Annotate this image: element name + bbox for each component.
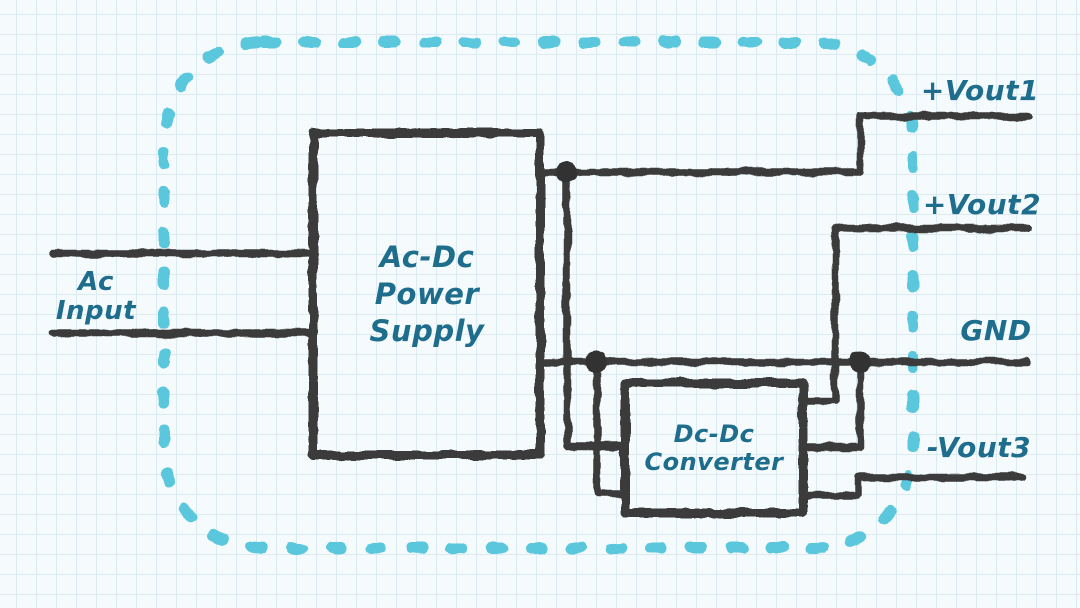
dcdc-gnd-input-wire bbox=[593, 358, 629, 498]
dashed-enclosure-group bbox=[158, 36, 919, 554]
gnd-label: GND bbox=[960, 314, 1031, 347]
dashed-enclosure-border bbox=[158, 36, 919, 554]
ac-input-label-line2: Input bbox=[56, 296, 137, 326]
acdc-power-supply-block bbox=[308, 128, 545, 460]
junction-dot-vout1 bbox=[556, 161, 578, 183]
dcdc-input-wire bbox=[563, 168, 629, 450]
vout3-wire bbox=[799, 473, 1026, 499]
ac-input-label-line1: Ac bbox=[76, 267, 114, 297]
labels-group: Ac Input Ac-Dc Power Supply Dc-Dc Conver… bbox=[56, 74, 1041, 476]
dcdc-converter-block bbox=[620, 378, 808, 518]
ink-group bbox=[49, 112, 1032, 518]
acdc-label-line2: Power bbox=[375, 277, 481, 311]
vout1-label: +Vout1 bbox=[921, 74, 1039, 107]
dcdc-label-line2: Converter bbox=[644, 448, 785, 476]
dcdc-gnd-link-wire bbox=[799, 358, 864, 451]
vout1-wire bbox=[536, 112, 1031, 176]
junction-dot-gnd-right bbox=[849, 351, 871, 373]
junction-dot-gnd-left bbox=[585, 350, 607, 372]
dcdc-label-line1: Dc-Dc bbox=[674, 420, 755, 448]
vout3-label: -Vout3 bbox=[927, 431, 1031, 464]
acdc-label-line1: Ac-Dc bbox=[378, 240, 475, 274]
vout2-wire bbox=[799, 224, 1032, 405]
acdc-label-line3: Supply bbox=[370, 314, 485, 348]
vout2-label: +Vout2 bbox=[923, 188, 1041, 221]
